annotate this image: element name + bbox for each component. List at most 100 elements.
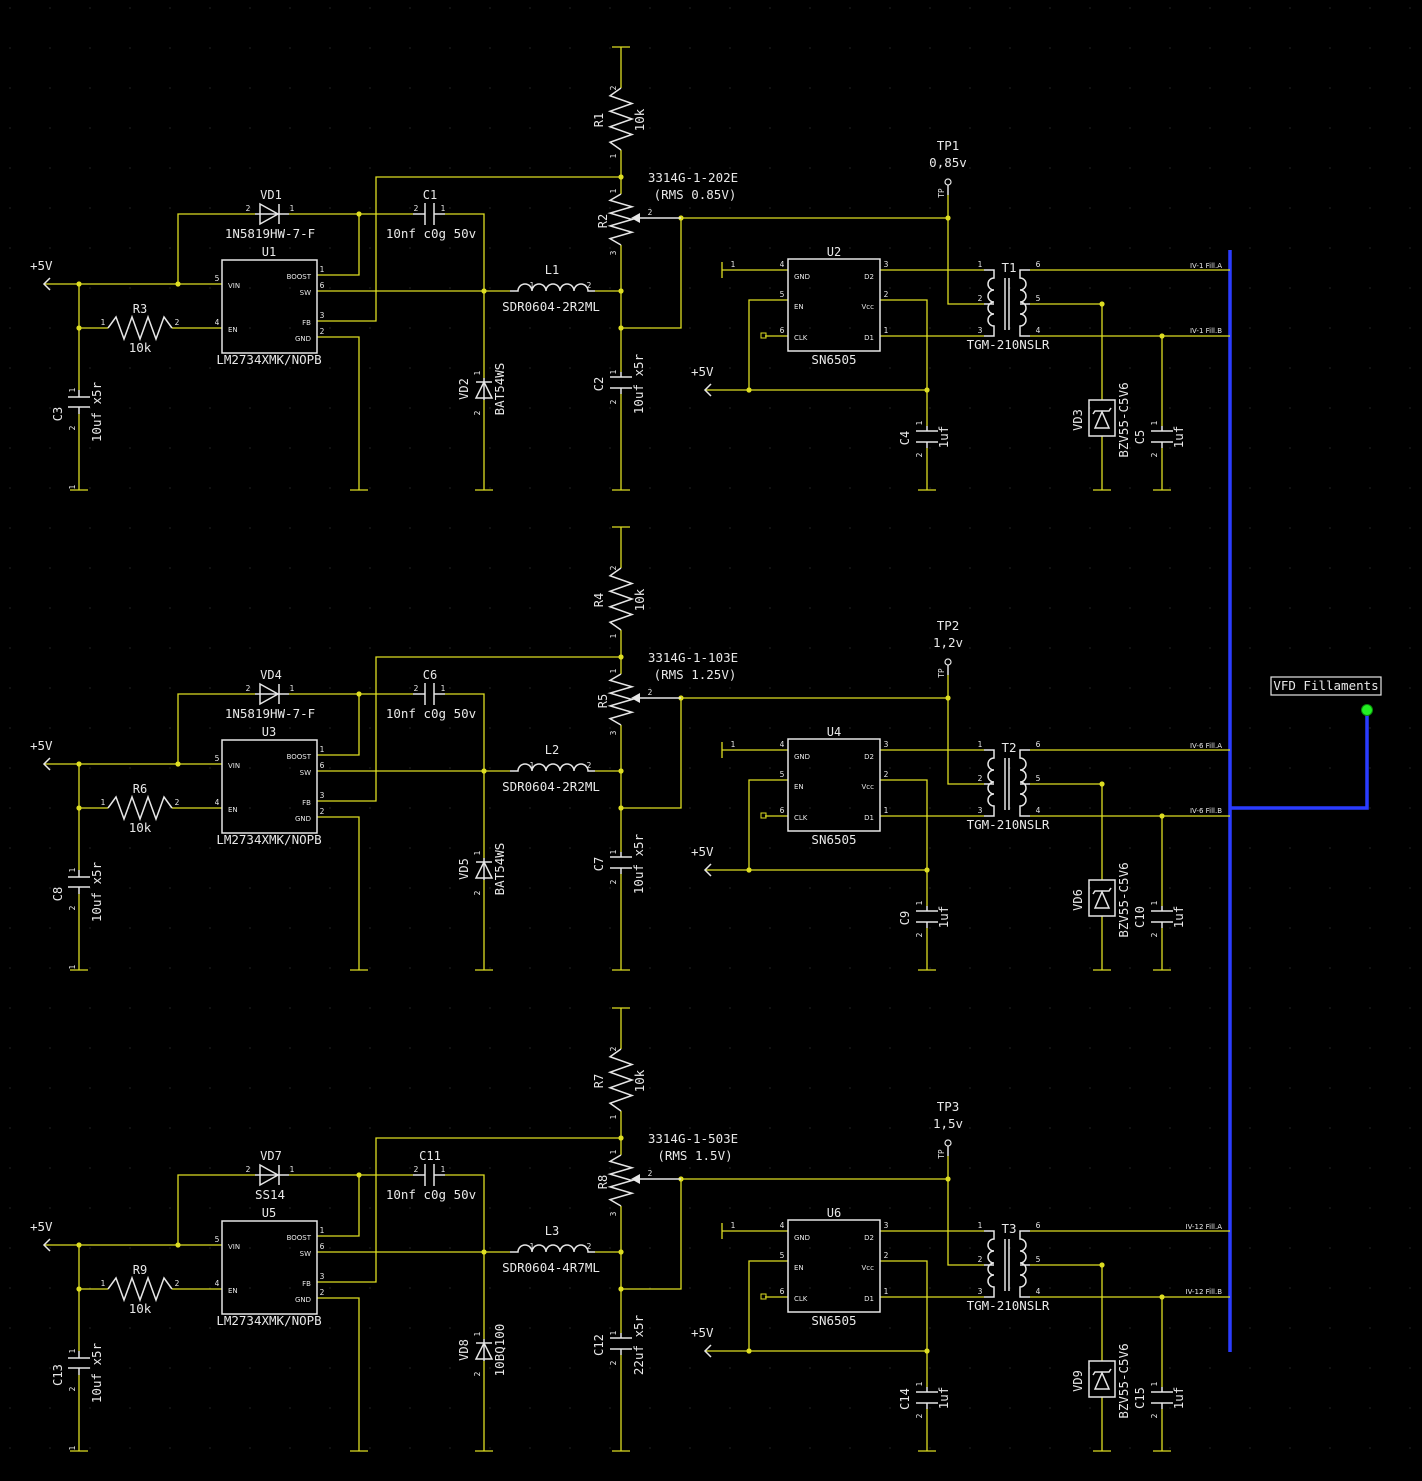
- inductor-part: SDR0604-4R7ML: [502, 1260, 600, 1275]
- pin-number: 3: [609, 1211, 618, 1216]
- pin-number: 4: [780, 740, 785, 749]
- supply-5v-input[interactable]: +5V: [30, 738, 53, 771]
- capacitor-ref: C6: [423, 668, 437, 682]
- pin-number: 3: [609, 730, 618, 735]
- supply-5v-input[interactable]: +5V: [30, 258, 53, 291]
- junction-dot: [1159, 813, 1165, 819]
- vfd-fillaments-port[interactable]: VFD Fillaments: [1270, 676, 1382, 716]
- net-label-b: IV-1 Fill.B: [1190, 327, 1222, 335]
- pin-label-sw: SW: [300, 289, 311, 297]
- pin-number: 1: [101, 1279, 106, 1288]
- pin-number: 1: [609, 633, 618, 638]
- pin-number: 5: [1036, 294, 1041, 303]
- supply-5v-driver[interactable]: +5V: [691, 844, 714, 877]
- supply-5v-driver[interactable]: +5V: [691, 1325, 714, 1358]
- pin-number: 2: [609, 1046, 618, 1051]
- diode-part: BAT54WS: [492, 843, 507, 896]
- potentiometer-part: 3314G-1-503E: [648, 1131, 738, 1146]
- junction-dot: [481, 1249, 487, 1255]
- junction-dot: [175, 761, 181, 767]
- net-labels: IV-1 Fill.AIV-1 Fill.B: [1190, 262, 1222, 335]
- regulator-part: LM2734XMK/NOPB: [216, 1313, 321, 1328]
- junction-dot: [1099, 781, 1105, 787]
- pin-number: 3: [320, 791, 325, 800]
- capacitor-ref: C3: [51, 407, 65, 421]
- capacitor-value: 10uf x5r: [631, 353, 646, 414]
- pin-label-fb: FB: [302, 319, 311, 327]
- pin-number: 4: [215, 318, 220, 327]
- diode-part: 1N5819HW-7-F: [225, 706, 315, 721]
- pin-number: 2: [1150, 1413, 1159, 1418]
- capacitor-value: 1uf: [936, 906, 951, 929]
- pin-label-d2: D2: [864, 273, 874, 281]
- pin-number: 3: [609, 250, 618, 255]
- junction-dot: [175, 1242, 181, 1248]
- vfd-fillaments-bus[interactable]: [1228, 250, 1369, 1352]
- pin-number: 2: [648, 1169, 653, 1178]
- pin-label-en: EN: [228, 1287, 238, 1295]
- diode-ref: VD5: [457, 858, 471, 880]
- pin-label-en: EN: [228, 806, 238, 814]
- port-connection-dot[interactable]: [1361, 704, 1373, 716]
- diode-ref: VD1: [260, 188, 282, 202]
- resistor-value: 10k: [632, 1069, 647, 1092]
- junction-dot: [76, 1242, 82, 1248]
- pin-label-boost: BOOST: [287, 1234, 312, 1242]
- transformer-ref: T1: [1001, 260, 1016, 275]
- capacitor-value: 10uf x5r: [89, 1342, 104, 1403]
- converter-stage-2: +5V +5V U3LM2734XMK/NOPBVINENBOOSTSWFBGND5…: [30, 526, 1230, 971]
- supply-5v-input[interactable]: +5V: [30, 1219, 53, 1252]
- supply-5v-driver[interactable]: +5V: [691, 364, 714, 397]
- pin-number: 2: [587, 1242, 592, 1251]
- pin-number: 1: [473, 1331, 482, 1336]
